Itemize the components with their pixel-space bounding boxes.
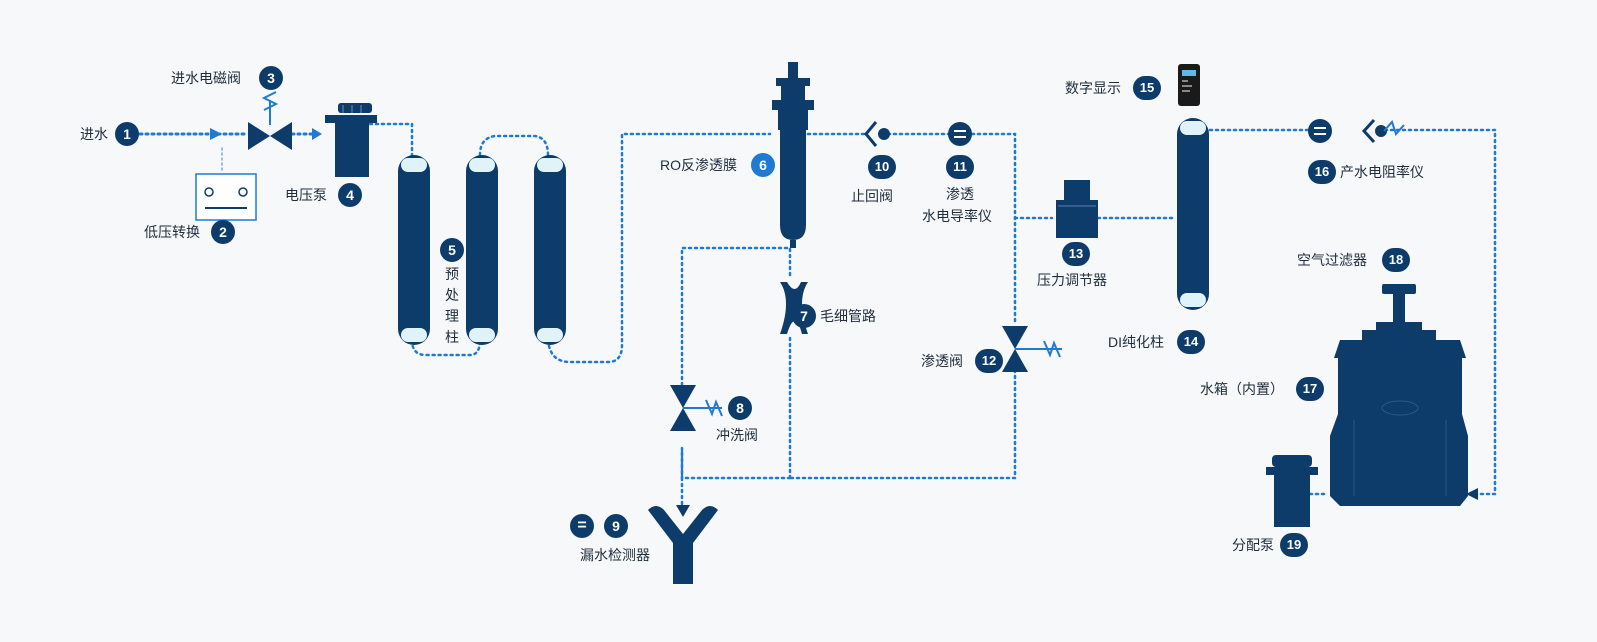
label-check-valve: 止回阀	[851, 188, 893, 204]
badge-ro-membrane: 6	[751, 153, 775, 177]
badge-pressure-regulator: 13	[1062, 242, 1090, 266]
badge-pretreatment: 5	[440, 238, 464, 262]
conductivity-meter-icon	[948, 122, 972, 146]
badge-pump: 4	[338, 183, 362, 207]
badge-inlet: 1	[115, 122, 139, 146]
leak-meter-icon: =	[570, 514, 594, 538]
badge-air-filter: 18	[1382, 248, 1410, 272]
filter-column-icon	[398, 155, 566, 345]
label-pressure-regulator: 压力调节器	[1037, 272, 1107, 288]
label-air-filter: 空气过滤器	[1297, 252, 1367, 268]
badge-dispense-pump: 19	[1280, 533, 1308, 557]
badge-water-tank: 17	[1296, 377, 1324, 401]
digital-display-icon	[1178, 64, 1200, 106]
check-valve-icon	[864, 121, 890, 147]
permeate-valve-icon	[1002, 326, 1062, 372]
pressure-regulator-icon	[1056, 180, 1098, 238]
leak-detector-icon	[648, 505, 718, 584]
resistivity-meter-icon	[1308, 119, 1332, 143]
di-column-icon	[1177, 118, 1209, 310]
pipe-network	[138, 122, 1497, 507]
ro-membrane-icon	[772, 62, 814, 248]
label-flush-valve: 冲洗阀	[716, 427, 758, 443]
label-resistivity-meter: 产水电阻率仪	[1340, 164, 1424, 180]
label-pump: 电压泵	[285, 187, 327, 203]
label-pretreatment: 预处理柱	[445, 266, 459, 345]
label-leak-detector: 漏水检测器	[580, 547, 650, 563]
inlet-arrow-icon	[210, 128, 222, 140]
flush-valve-icon	[670, 385, 723, 431]
label-capillary: 毛细管路	[820, 308, 876, 324]
badge-check-valve: 10	[868, 155, 896, 179]
label-inlet: 进水	[80, 126, 108, 142]
label-water-tank: 水箱（内置）	[1200, 381, 1284, 397]
badge-leak-detector: 9	[604, 514, 628, 538]
label-di-column: DI纯化柱	[1108, 334, 1164, 350]
badge-di-column: 14	[1177, 330, 1205, 354]
badge-solenoid-valve: 3	[259, 66, 283, 90]
label-dispense-pump: 分配泵	[1232, 537, 1274, 553]
label-digital-display: 数字显示	[1065, 80, 1121, 96]
badge-resistivity-meter: 16	[1308, 160, 1336, 184]
badge-flush-valve: 8	[728, 396, 752, 420]
badge-conductivity-meter: 11	[946, 155, 974, 179]
label-ro-membrane: RO反渗透膜	[660, 157, 737, 173]
badge-permeate-valve: 12	[975, 349, 1003, 373]
label-conductivity-meter-line1: 渗透	[946, 186, 974, 202]
label-solenoid-valve: 进水电磁阀	[171, 70, 241, 86]
label-permeate-valve: 渗透阀	[921, 353, 963, 369]
pressure-switch-icon	[195, 173, 257, 221]
label-conductivity-meter-line2: 水电导率仪	[922, 208, 992, 224]
pump-icon	[325, 103, 377, 177]
label-pressure-switch: 低压转换	[144, 224, 200, 240]
badge-digital-display: 15	[1133, 76, 1161, 100]
water-tank-icon	[1330, 330, 1478, 506]
badge-pressure-switch: 2	[211, 220, 235, 244]
air-filter-icon	[1376, 284, 1422, 330]
resistivity-check-valve-icon	[1361, 118, 1405, 144]
solenoid-valve-icon	[248, 91, 292, 150]
badge-capillary: 7	[792, 304, 816, 328]
pump-inlet-arrow-icon	[312, 128, 322, 140]
dispense-pump-icon	[1266, 455, 1318, 527]
